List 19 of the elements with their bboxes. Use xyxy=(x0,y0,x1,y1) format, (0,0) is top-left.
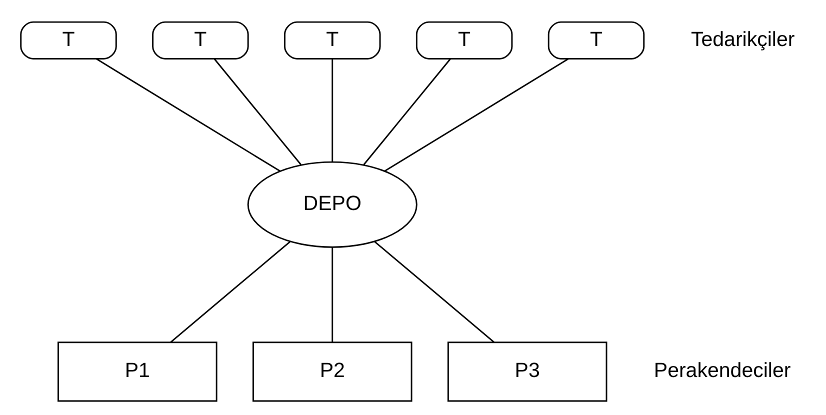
node-box: P2 xyxy=(252,342,412,402)
node-ellipse: DEPO xyxy=(247,161,418,248)
connector xyxy=(214,58,302,166)
connector xyxy=(96,58,281,172)
node-box: T xyxy=(152,21,249,60)
connector xyxy=(332,59,334,162)
node-box: T xyxy=(20,21,117,60)
connector xyxy=(384,58,569,172)
label: Tedarikçiler xyxy=(690,28,795,51)
label: Perakendeciler xyxy=(654,359,791,382)
connector xyxy=(170,241,291,343)
node-box: P1 xyxy=(58,342,218,402)
connector xyxy=(332,247,334,342)
node-box: T xyxy=(548,21,645,60)
connector xyxy=(374,241,495,343)
node-box: T xyxy=(416,21,513,60)
connector xyxy=(363,58,451,166)
node-box: T xyxy=(284,21,381,60)
node-box: P3 xyxy=(447,342,608,402)
